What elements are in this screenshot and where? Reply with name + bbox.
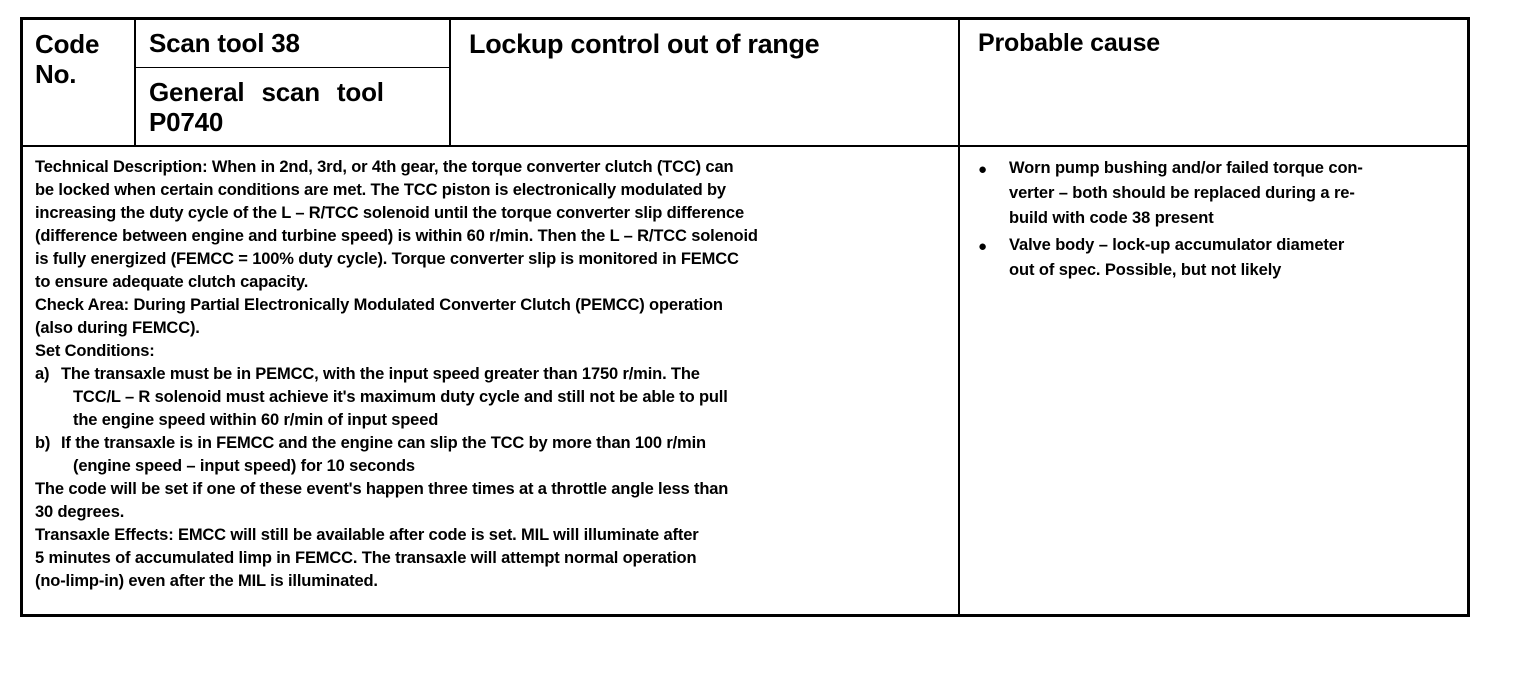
description-closing-line: Transaxle Effects: EMCC will still be av… bbox=[35, 526, 699, 544]
bullet-dot-icon: ● bbox=[978, 238, 988, 255]
header-cell-scan-tool: Scan tool 38 General scan tool P0740 bbox=[136, 20, 451, 145]
table-header-row: Code No. Scan tool 38 General scan tool … bbox=[23, 20, 1467, 147]
description-closing-line: The code will be set if one of these eve… bbox=[35, 480, 729, 498]
description-line: be locked when certain conditions are me… bbox=[35, 181, 726, 199]
description-line: to ensure adequate clutch capacity. bbox=[35, 273, 309, 291]
general-scan-tool-code: P0740 bbox=[149, 107, 224, 138]
cause-line: build with code 38 present bbox=[1009, 209, 1214, 227]
fault-title: Lockup control out of range bbox=[469, 29, 820, 59]
set-condition-a-line-2: TCC/L – R solenoid must achieve it's max… bbox=[73, 388, 728, 406]
description-line: (difference between engine and turbine s… bbox=[35, 227, 758, 245]
description-line: is fully energized (FEMCC = 100% duty cy… bbox=[35, 250, 739, 268]
body-cell-probable-causes: ● Worn pump bushing and/or failed torque… bbox=[960, 147, 1467, 614]
cause-line: out of spec. Possible, but not likely bbox=[1009, 261, 1282, 279]
description-line: (also during FEMCC). bbox=[35, 319, 200, 337]
description-closing-line: (no-limp-in) even after the MIL is illum… bbox=[35, 572, 378, 590]
probable-cause-text: Valve body – lock-up accumulator diamete… bbox=[1009, 233, 1455, 283]
body-cell-description: Technical Description: When in 2nd, 3rd,… bbox=[23, 147, 960, 614]
cause-line: Worn pump bushing and/or failed torque c… bbox=[1009, 159, 1363, 177]
description-closing-line: 30 degrees. bbox=[35, 503, 125, 521]
scan-tool-label: Scan tool 38 bbox=[149, 28, 300, 58]
probable-cause-text: Worn pump bushing and/or failed torque c… bbox=[1009, 156, 1455, 231]
code-no-line-1: Code bbox=[35, 29, 100, 59]
set-condition-b-text: If the transaxle is in FEMCC and the eng… bbox=[61, 434, 706, 452]
set-condition-a-line-1: a) The transaxle must be in PEMCC, with … bbox=[35, 363, 958, 386]
table-body-row: Technical Description: When in 2nd, 3rd,… bbox=[23, 147, 1467, 614]
header-cell-code-no: Code No. bbox=[23, 20, 136, 145]
code-no-line-2: No. bbox=[35, 59, 77, 90]
description-line: increasing the duty cycle of the L – R/T… bbox=[35, 204, 744, 222]
set-condition-a-marker: a) bbox=[35, 365, 50, 383]
general-scan-tool-subcell: General scan tool P0740 bbox=[136, 68, 449, 145]
set-condition-a-text: The transaxle must be in PEMCC, with the… bbox=[61, 365, 700, 383]
cause-line: Valve body – lock-up accumulator diamete… bbox=[1009, 236, 1345, 254]
cause-line: verter – both should be replaced during … bbox=[1009, 184, 1355, 202]
set-condition-a-line-3: the engine speed within 60 r/min of inpu… bbox=[73, 411, 439, 429]
description-line: Set Conditions: bbox=[35, 342, 155, 360]
description-closing-line: 5 minutes of accumulated limp in FEMCC. … bbox=[35, 549, 697, 567]
set-condition-b-line-1: b) If the transaxle is in FEMCC and the … bbox=[35, 432, 958, 455]
header-cell-fault-title: Lockup control out of range bbox=[451, 20, 960, 145]
bullet-dot-icon: ● bbox=[978, 161, 988, 178]
dtc-code-table: Code No. Scan tool 38 General scan tool … bbox=[20, 17, 1470, 617]
description-line: Check Area: During Partial Electronicall… bbox=[35, 296, 723, 314]
probable-cause-item: ● Worn pump bushing and/or failed torque… bbox=[978, 156, 1455, 231]
set-condition-b-marker: b) bbox=[35, 434, 51, 452]
general-scan-tool-label: General scan tool bbox=[149, 77, 384, 107]
probable-cause-title: Probable cause bbox=[978, 29, 1161, 57]
scan-tool-subcell: Scan tool 38 bbox=[136, 20, 449, 68]
probable-cause-item: ● Valve body – lock-up accumulator diame… bbox=[978, 233, 1455, 283]
header-cell-probable-cause: Probable cause bbox=[960, 20, 1467, 145]
set-condition-b-line-2: (engine speed – input speed) for 10 seco… bbox=[73, 457, 415, 475]
description-line: Technical Description: When in 2nd, 3rd,… bbox=[35, 158, 734, 176]
